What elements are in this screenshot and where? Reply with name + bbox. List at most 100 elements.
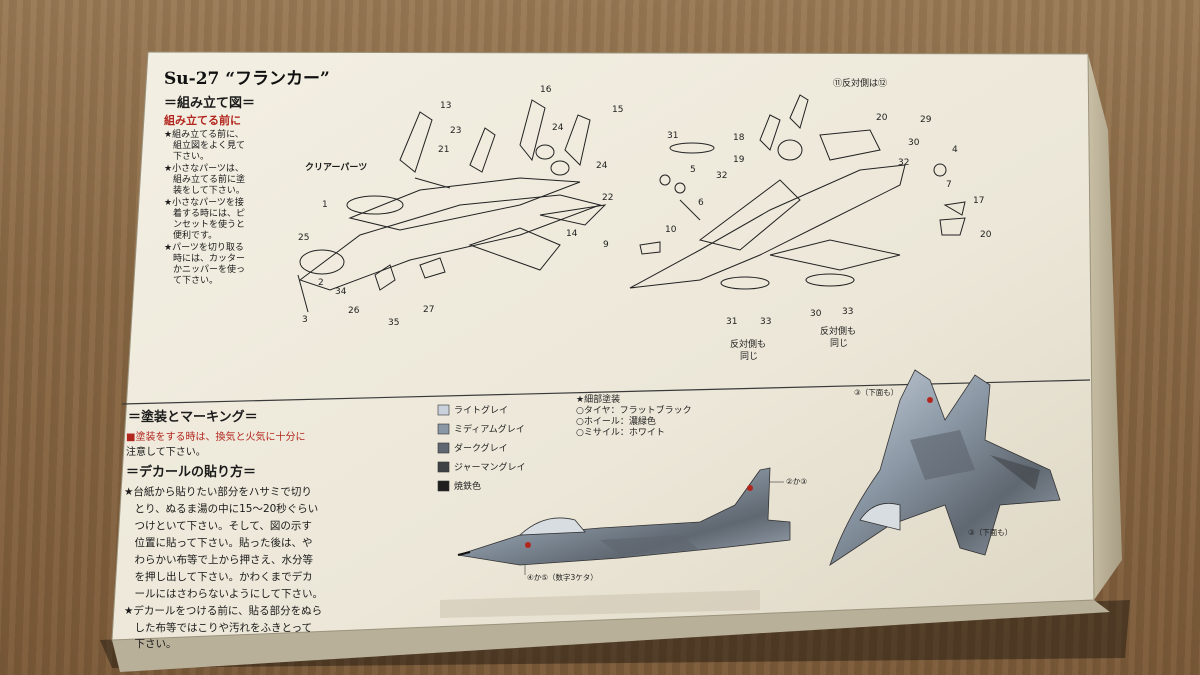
svg-text:★細部塗装: ★細部塗装	[576, 393, 620, 405]
svg-text:下さい。: 下さい。	[124, 638, 177, 650]
svg-text:★デカールをつける前に、貼る部分をぬら: ★デカールをつける前に、貼る部分をぬら	[124, 604, 322, 617]
detail-painting: ★細部塗装 ○タイヤ：フラットブラック ○ホイール：濃緑色 ○ミサイル：ホワイト	[576, 393, 692, 438]
svg-text:○ホイール：濃緑色: ○ホイール：濃緑色	[576, 415, 656, 427]
assembly-diagram-left	[297, 99, 607, 313]
svg-text:9: 9	[603, 240, 609, 250]
svg-text:4: 4	[952, 145, 958, 155]
svg-text:ジャーマングレイ: ジャーマングレイ	[454, 461, 526, 473]
svg-text:30: 30	[810, 309, 822, 319]
painting-callouts: ③（下面も） ②か③ ④か⑤（数字3ケタ） ③（下面も）	[527, 388, 1012, 582]
svg-text:ダークグレイ: ダークグレイ	[454, 442, 508, 454]
svg-text:④か⑤（数字3ケタ）: ④か⑤（数字3ケタ）	[527, 572, 598, 582]
svg-text:33: 33	[842, 307, 853, 317]
svg-text:下さい。: 下さい。	[164, 151, 209, 162]
svg-text:26: 26	[348, 306, 360, 316]
clear-parts-label: クリアーパーツ	[305, 161, 367, 173]
svg-text:29: 29	[920, 115, 932, 125]
svg-text:反対側も: 反対側も	[730, 338, 766, 350]
svg-text:19: 19	[733, 155, 745, 165]
svg-text:★小さなパーツは、: ★小さなパーツは、	[164, 163, 244, 174]
svg-text:同じ: 同じ	[830, 338, 848, 349]
svg-text:★小さなパーツを接: ★小さなパーツを接	[164, 196, 244, 208]
svg-text:32: 32	[716, 171, 727, 181]
svg-text:反対側も: 反対側も	[820, 325, 856, 337]
svg-text:組立図をよく見て: 組立図をよく見て	[164, 139, 245, 151]
svg-text:16: 16	[540, 85, 552, 95]
color-legend: ライトグレイ ミディアムグレイ ダークグレイ ジャーマングレイ 焼鉄色	[437, 404, 526, 492]
svg-text:33: 33	[760, 317, 771, 327]
svg-text:25: 25	[298, 233, 309, 243]
painting-heading: ＝塗装とマーキング＝	[128, 409, 258, 425]
painting-warning-1: ■塗装をする時は、換気と火気に十分に	[126, 430, 305, 443]
svg-text:35: 35	[388, 318, 399, 328]
svg-text:ンセットを使うと: ンセットを使うと	[164, 218, 245, 230]
svg-text:ールにはさわらないようにして下さい。: ールにはさわらないようにして下さい。	[124, 588, 323, 600]
svg-text:つけといて下さい。そして、図の示す: つけといて下さい。そして、図の示す	[124, 520, 312, 532]
assembly-subheading: 組み立てる前に	[164, 113, 241, 127]
decal-heading: ＝デカールの貼り方＝	[126, 464, 256, 480]
same-opposite-note-1: 反対側も 同じ	[730, 338, 766, 362]
svg-text:27: 27	[423, 305, 434, 315]
svg-text:30: 30	[908, 138, 920, 148]
svg-text:10: 10	[665, 225, 677, 235]
svg-text:3: 3	[302, 315, 308, 325]
svg-text:5: 5	[690, 165, 696, 175]
part-numbers-right: 31 18 19 32 5 6 10 9 20 30 32 29 4 7 17 …	[603, 113, 992, 327]
svg-text:32: 32	[898, 158, 909, 168]
svg-text:②か③: ②か③	[786, 477, 807, 486]
svg-text:20: 20	[980, 230, 992, 240]
svg-text:て下さい。: て下さい。	[164, 275, 218, 286]
svg-text:★パーツを切り取る: ★パーツを切り取る	[164, 242, 244, 253]
svg-text:18: 18	[733, 133, 745, 143]
box-side-edge-bottom	[112, 600, 1110, 672]
svg-text:わらかい布等で上から押さえ、水分等: わらかい布等で上から押さえ、水分等	[124, 553, 313, 566]
svg-text:位置に貼って下さい。貼った後は、や: 位置に貼って下さい。貼った後は、や	[124, 536, 312, 549]
svg-text:同じ: 同じ	[740, 351, 758, 362]
jet-top-view	[829, 369, 1061, 566]
svg-text:を押し出して下さい。かわくまでデカ: を押し出して下さい。かわくまでデカ	[124, 570, 313, 583]
assembly-diagram-right	[629, 94, 966, 290]
svg-text:★台紙から貼りたい部分をハサミで切り: ★台紙から貼りたい部分をハサミで切り	[124, 485, 312, 498]
svg-text:焼鉄色: 焼鉄色	[454, 480, 481, 492]
box-title: Su-27 “フランカー”	[164, 69, 330, 89]
painting-warning-2: 注意して下さい。	[126, 445, 206, 458]
svg-text:2: 2	[318, 278, 324, 288]
svg-text:24: 24	[552, 123, 564, 133]
svg-text:22: 22	[602, 193, 613, 203]
svg-text:23: 23	[450, 126, 461, 136]
same-opposite-note-2: 反対側も 同じ	[820, 325, 856, 349]
assembly-heading: ＝組み立て図＝	[164, 95, 255, 111]
svg-text:31: 31	[667, 131, 678, 141]
svg-text:14: 14	[566, 229, 578, 239]
svg-text:6: 6	[698, 198, 704, 208]
svg-text:21: 21	[438, 145, 449, 155]
svg-text:○ミサイル：ホワイト: ○ミサイル：ホワイト	[576, 427, 665, 438]
assembly-instructions: ★組み立てる前に、 組立図をよく見て 下さい。 ★小さなパーツは、 組み立てる前…	[164, 128, 245, 286]
svg-text:着する時には、ピ: 着する時には、ピ	[164, 207, 245, 219]
svg-text:時には、カッター: 時には、カッター	[164, 253, 245, 264]
svg-text:15: 15	[612, 105, 623, 115]
svg-text:ミディアムグレイ: ミディアムグレイ	[454, 423, 525, 435]
svg-text:○タイヤ：フラットブラック: ○タイヤ：フラットブラック	[576, 404, 692, 416]
svg-text:24: 24	[596, 161, 608, 171]
svg-text:③（下面も）: ③（下面も）	[968, 528, 1012, 537]
svg-text:した布等ではこりや汚れをふきとって: した布等ではこりや汚れをふきとって	[124, 621, 312, 634]
part-numbers-left: 13 16 15 23 21 24 24 22 14 1 25 2 34 26 …	[298, 85, 623, 328]
svg-text:★組み立てる前に、: ★組み立てる前に、	[164, 128, 244, 140]
svg-text:組み立てる前に塗: 組み立てる前に塗	[164, 173, 245, 185]
svg-text:かニッパーを使っ: かニッパーを使っ	[164, 263, 245, 275]
svg-text:とり、ぬるま湯の中に15〜20秒ぐらい: とり、ぬるま湯の中に15〜20秒ぐらい	[124, 502, 318, 515]
svg-text:7: 7	[946, 180, 952, 190]
svg-text:34: 34	[335, 287, 347, 297]
svg-text:1: 1	[322, 200, 328, 210]
svg-text:20: 20	[876, 113, 888, 123]
model-kit-box-back	[111, 51, 1095, 641]
svg-text:ライトグレイ: ライトグレイ	[454, 404, 508, 416]
svg-text:装をして下さい。: 装をして下さい。	[164, 184, 245, 196]
svg-text:③（下面も）: ③（下面も）	[854, 388, 898, 397]
box-side-edge-right	[1088, 54, 1122, 600]
svg-text:13: 13	[440, 101, 451, 111]
jet-side-view	[457, 467, 791, 566]
svg-text:便利です。: 便利です。	[164, 229, 217, 241]
